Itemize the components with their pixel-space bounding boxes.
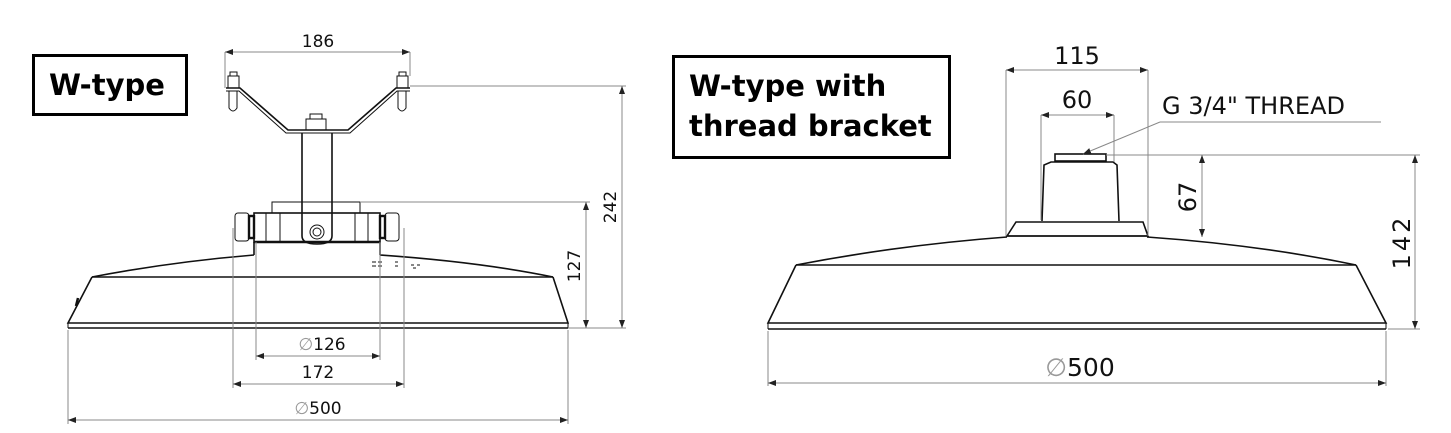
dim-67: 67 [1106,154,1420,237]
dim-126-text: ∅126 [298,335,345,355]
w-type-thread-title-line2: thread bracket [689,109,932,143]
dim-186: 186 [224,32,411,88]
w-type-title: W-type [49,68,165,102]
lamp-shade-right [766,236,1388,330]
dim-142: 142 [1388,155,1420,330]
dim-60-text: 60 [1062,86,1093,114]
dim-127: 127 [360,201,590,328]
dim-126: ∅126 [255,242,381,360]
dim-142-text: 142 [1388,215,1416,270]
dim-500-right-text: ∅500 [1045,353,1115,382]
dim-186-text: 186 [302,32,334,52]
dim-67-text: 67 [1174,182,1202,213]
lamp-shade-left [66,254,570,329]
dim-242: 242 [410,85,626,329]
dim-242-text: 242 [601,191,621,223]
w-type-thread-label: W-type with thread bracket [672,55,951,159]
w-type-thread-drawing: 115 60 G 3/4" THREAD 67 142 ∅500 [766,42,1420,386]
w-type-drawing: 186 242 127 ∅126 172 ∅ [66,32,626,424]
dim-60: 60 [1040,86,1115,220]
thread-bracket [1005,153,1150,237]
dim-115: 115 [1005,42,1149,236]
dim-115-text: 115 [1054,42,1100,70]
w-bracket [226,71,410,134]
dim-127-text: 127 [565,250,585,282]
mount-post [301,133,333,245]
w-type-thread-title-line1: W-type with [689,69,887,103]
dim-500-right: ∅500 [767,331,1387,386]
dim-172-text: 172 [302,363,334,383]
dim-172: 172 [232,228,405,388]
dim-500-left-text: ∅500 [294,399,341,419]
thread-callout-text: G 3/4" THREAD [1162,92,1345,120]
w-type-label: W-type [32,54,188,116]
diameter-symbol: ∅ [298,335,313,355]
dim-500-left: ∅500 [67,330,569,424]
thread-callout: G 3/4" THREAD [1082,92,1381,155]
